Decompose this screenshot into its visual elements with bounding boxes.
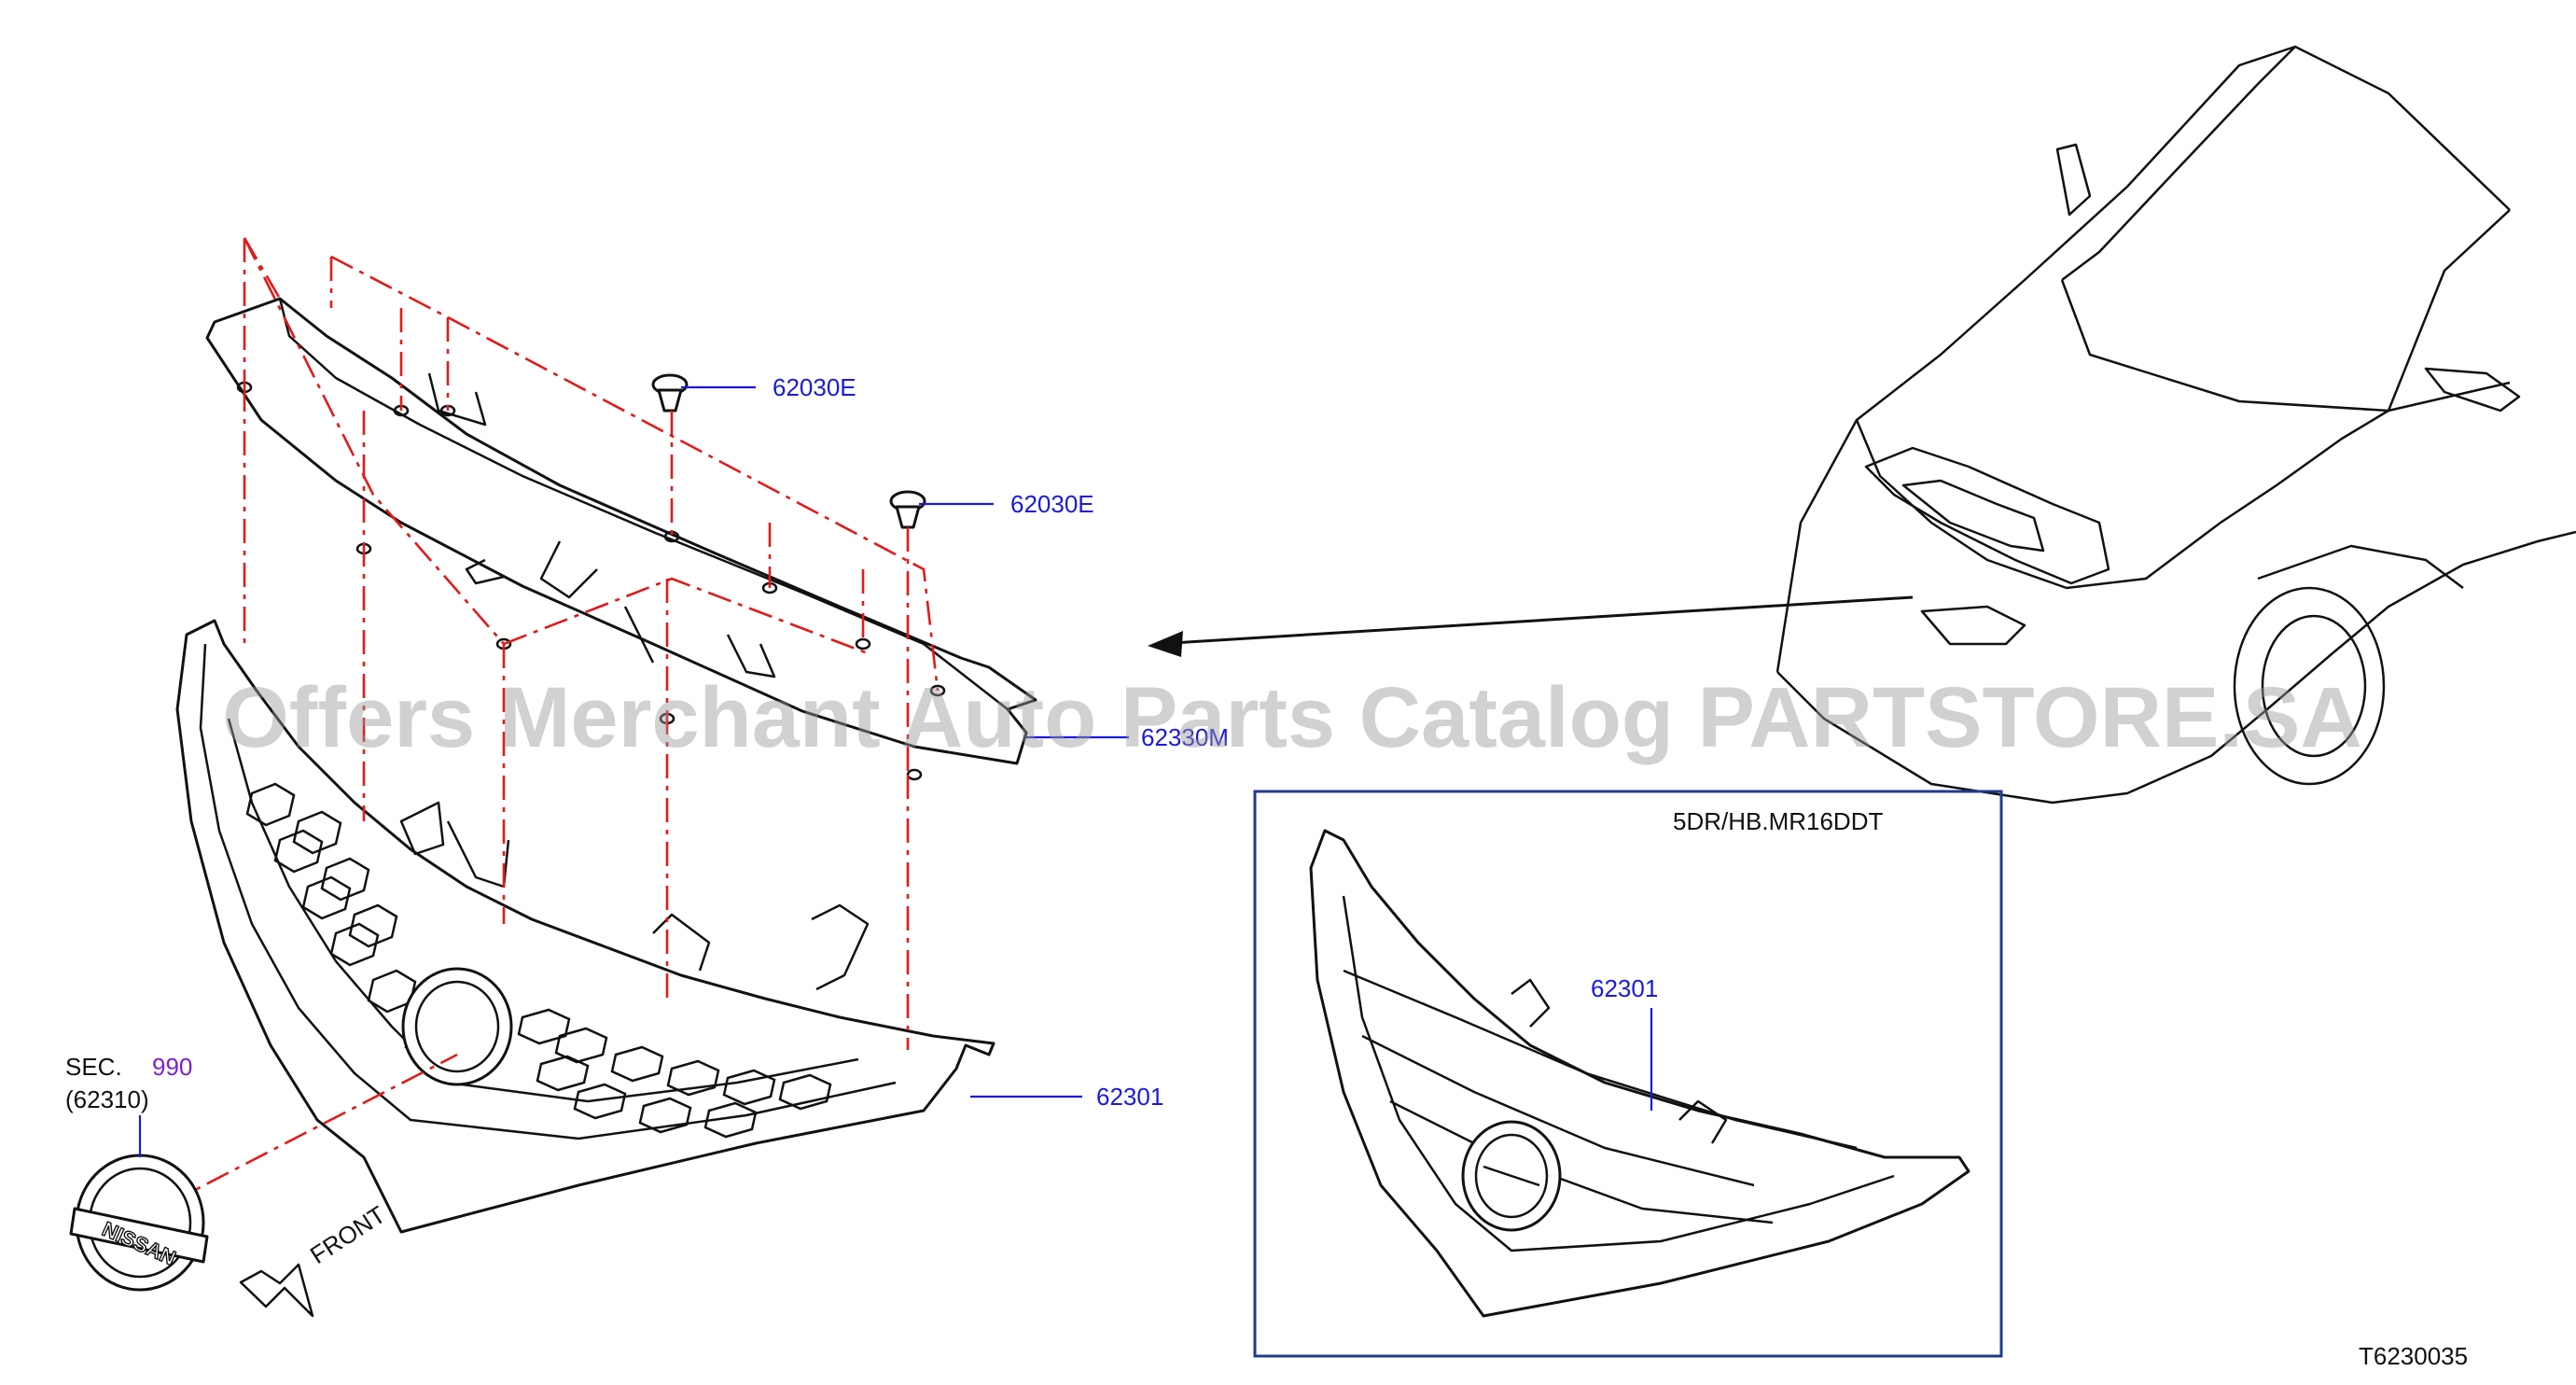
label-grille-inset[interactable]: 62301	[1591, 974, 1658, 1002]
inset-grille-variant[interactable]	[1309, 829, 1970, 1318]
nissan-emblem[interactable]: NISSAN	[69, 1154, 209, 1292]
phantom-lines	[167, 237, 940, 1206]
watermark-text: Offers Merchant Auto Parts Catalog PARTS…	[222, 670, 2362, 765]
clip-lower-icon[interactable]	[889, 490, 926, 529]
label-inset-variant: 5DR/HB.MR16DDT	[1673, 807, 1883, 835]
label-sec-prefix: SEC.	[65, 1053, 122, 1081]
label-diagram-code: T6230035	[2359, 1342, 2468, 1370]
label-clip-upper[interactable]: 62030E	[773, 373, 856, 401]
upper-radiator-cover[interactable]	[205, 297, 1037, 781]
grille-mesh	[245, 782, 832, 1139]
vehicle-front-view	[1775, 45, 2576, 804]
label-clip-lower[interactable]: 62030E	[1010, 490, 1094, 518]
label-front: FRONT	[305, 1200, 391, 1269]
front-arrow-icon	[239, 1263, 314, 1318]
label-sec-ref: (62310)	[65, 1085, 149, 1113]
label-sec-number[interactable]: 990	[152, 1053, 192, 1081]
variant-inset-frame	[1253, 790, 2003, 1358]
pointer-arrowhead-icon	[1148, 631, 1183, 657]
clip-upper-icon[interactable]	[651, 373, 689, 413]
label-upper-cover[interactable]: 62330M	[1141, 723, 1229, 751]
front-grille-assembly[interactable]	[175, 619, 996, 1234]
label-grille-main[interactable]: 62301	[1096, 1083, 1163, 1111]
